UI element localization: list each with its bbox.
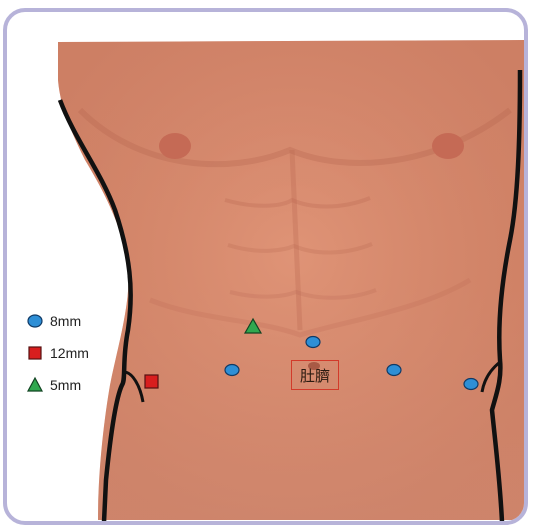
left-nipple [159,133,191,159]
blue-circle-icon [26,312,44,330]
legend-item-8mm: 8mm [26,305,89,337]
legend-label: 12mm [50,345,89,361]
green-triangle-icon [26,376,44,394]
navel-label: 肚臍 [291,360,339,390]
legend-label: 8mm [50,313,81,329]
port-marker-8mm [464,379,478,390]
legend-item-5mm: 5mm [26,369,89,401]
port-marker-8mm [225,365,239,376]
right-nipple [432,133,464,159]
red-square-icon [26,344,44,362]
legend: 8mm 12mm 5mm [26,305,89,401]
port-marker-8mm [387,365,401,376]
port-marker-12mm [145,375,158,388]
legend-label: 5mm [50,377,81,393]
legend-item-12mm: 12mm [26,337,89,369]
port-marker-8mm [306,337,320,348]
